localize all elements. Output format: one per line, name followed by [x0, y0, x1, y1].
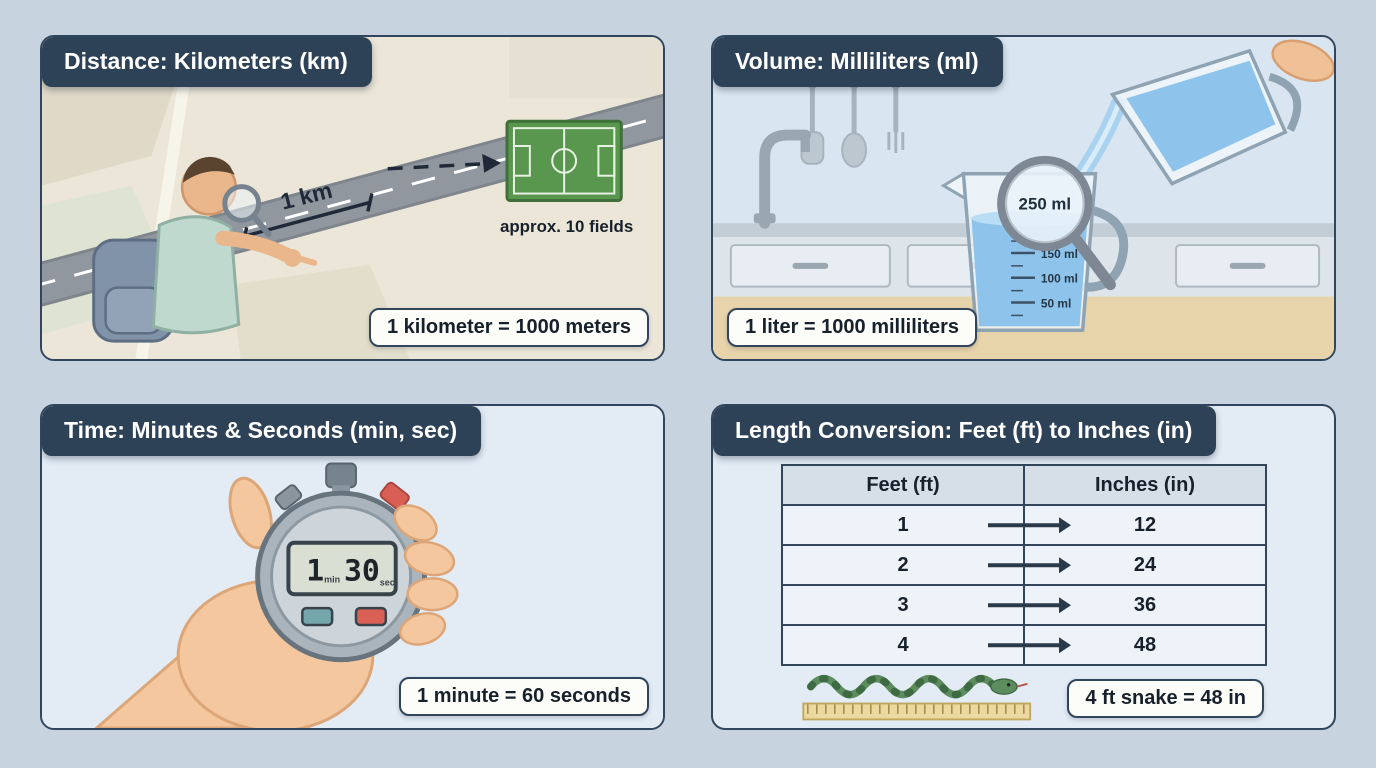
table-row: 4 48 — [783, 626, 1265, 664]
stopwatch-red-button — [354, 606, 388, 627]
distance-illustration: 1 km approx. 10 fields — [42, 37, 663, 359]
inches-value: 24 — [1133, 553, 1157, 576]
time-illustration: 1 min 30 sec — [42, 406, 663, 728]
pointing-finger — [291, 253, 318, 266]
scale-mark-50: 50 ml — [1041, 296, 1071, 310]
snake-and-ruler-illustration — [802, 674, 1032, 721]
volume-illustration: 150 ml 100 ml 50 ml 250 ml — [713, 37, 1334, 359]
table-row: 3 36 — [783, 586, 1265, 626]
conversion-arrow-icon — [988, 517, 1071, 532]
table-header-inches: Inches (in) — [1094, 473, 1195, 496]
panel-time-title: Time: Minutes & Seconds (min, sec) — [42, 406, 482, 456]
scale-mark-100: 100 ml — [1041, 272, 1078, 286]
hair — [183, 156, 235, 183]
panel-volume-title: Volume: Milliliters (ml) — [713, 37, 1003, 87]
lcd-minutes-unit: min — [324, 574, 340, 584]
snake-icon — [807, 674, 1028, 699]
stopwatch-icon: 1 min 30 sec — [255, 462, 428, 663]
volume-fact-callout: 1 liter = 1000 milliliters — [727, 308, 978, 347]
time-fact-callout: 1 minute = 60 seconds — [399, 677, 649, 716]
stopwatch-crown — [325, 462, 357, 489]
fingers — [393, 504, 459, 646]
stopwatch-teal-button — [301, 606, 334, 627]
table-header-feet: Feet (ft) — [783, 466, 1025, 504]
cup-handle — [1081, 206, 1129, 292]
stopwatch-side-button-left — [274, 484, 303, 511]
arm — [215, 230, 296, 264]
table-header-row: Feet (ft) Inches (in) — [783, 466, 1265, 506]
panel-length: Feet (ft) Inches (in) 1 12 2 24 3 36 4 4… — [711, 404, 1336, 730]
shirt — [151, 215, 241, 335]
panel-distance: 1 km approx. 10 fields — [40, 35, 665, 361]
table-row: 2 24 — [783, 546, 1265, 586]
panel-distance-title: Distance: Kilometers (km) — [42, 37, 372, 87]
table-row: 1 12 — [783, 506, 1265, 546]
conversion-arrow-icon — [988, 597, 1071, 612]
magnified-reading: 250 ml — [1019, 194, 1072, 213]
length-fact-callout: 4 ft snake = 48 in — [1067, 679, 1264, 718]
inches-value: 12 — [1133, 513, 1157, 536]
soccer-field-icon — [505, 119, 623, 202]
lcd-seconds-unit: sec — [380, 577, 395, 587]
inches-value: 48 — [1133, 633, 1157, 656]
distance-fact-callout: 1 kilometer = 1000 meters — [368, 308, 649, 347]
faucet-icon — [753, 129, 811, 229]
panel-time: 1 min 30 sec Time: Minutes & Seconds (mi… — [40, 404, 665, 730]
magnifier-icon: 250 ml — [997, 155, 1116, 291]
conversion-table: Feet (ft) Inches (in) 1 12 2 24 3 36 4 4… — [781, 464, 1267, 666]
lcd-seconds: 30 — [344, 553, 380, 588]
fields-caption: approx. 10 fields — [500, 217, 633, 236]
conversion-arrow-icon — [988, 637, 1071, 652]
stopwatch-side-button-right — [379, 481, 410, 511]
ruler-icon — [802, 702, 1032, 721]
panel-volume: 150 ml 100 ml 50 ml 250 ml Volume: Milli… — [711, 35, 1336, 361]
stopwatch-lcd — [286, 540, 398, 597]
lcd-minutes: 1 — [306, 553, 324, 588]
boy-illustration — [92, 156, 318, 343]
pouring-hand — [1271, 39, 1334, 82]
conversion-arrow-icon — [988, 557, 1071, 572]
panel-length-title: Length Conversion: Feet (ft) to Inches (… — [713, 406, 1217, 456]
magnifier-icon — [222, 184, 262, 223]
inches-value: 36 — [1133, 593, 1157, 616]
dashed-arrow-icon — [387, 153, 502, 173]
